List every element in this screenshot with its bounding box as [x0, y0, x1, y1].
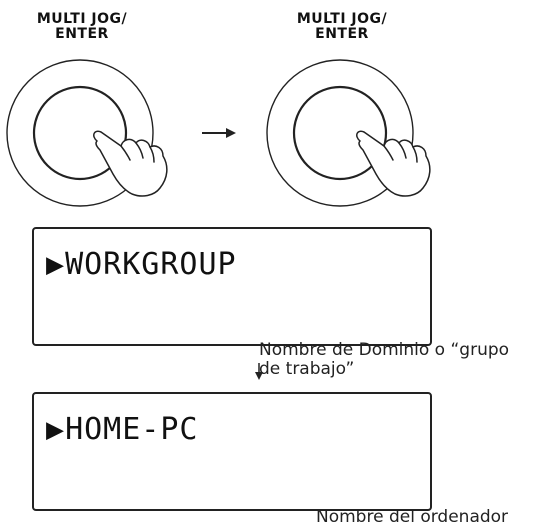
- lcd-display-1-line: ▶WORKGROUP: [46, 247, 237, 282]
- knob-right-button: [292, 85, 388, 181]
- selection-marker-icon: ▶: [46, 247, 66, 282]
- hand-press-right-icon: [356, 130, 431, 197]
- knob-left-label: MULTI JOG/ ENTER: [12, 12, 152, 42]
- knob-right-label-line1: MULTI JOG/: [296, 11, 388, 27]
- transition-arrow-icon: [202, 128, 236, 138]
- knob-left-label-line1: MULTI JOG/: [36, 11, 128, 27]
- callout-1-line1: Nombre de Dominio o “grupo: [259, 340, 510, 360]
- callout-1-line2: de trabajo”: [259, 359, 355, 379]
- lcd-display-1: ▶WORKGROUP: [32, 227, 432, 346]
- knob-left[interactable]: [6, 59, 154, 207]
- selection-marker-icon: ▶: [46, 412, 66, 447]
- callout-2: Nombre del ordenador: [316, 508, 508, 527]
- lcd-display-2-text: HOME-PC: [65, 412, 199, 447]
- knob-left-outer-ring: [6, 59, 154, 207]
- knob-left-label-line2: ENTER: [55, 26, 109, 42]
- knob-right-label-line2: ENTER: [315, 26, 369, 42]
- callout-1: Nombre de Dominio o “grupo de trabajo”: [259, 341, 509, 379]
- lcd-display-1-text: WORKGROUP: [65, 247, 237, 282]
- down-arrow-icon: [255, 363, 263, 380]
- callout-2-line1: Nombre del ordenador: [316, 507, 509, 527]
- lcd-display-2-line: ▶HOME-PC: [46, 412, 199, 447]
- lcd-display-2: ▶HOME-PC: [32, 392, 432, 511]
- knob-right-outer-ring: [266, 59, 414, 207]
- knob-left-button: [32, 85, 128, 181]
- knob-right[interactable]: [266, 59, 414, 207]
- knob-right-label: MULTI JOG/ ENTER: [272, 12, 412, 42]
- hand-press-left-icon: [93, 130, 168, 197]
